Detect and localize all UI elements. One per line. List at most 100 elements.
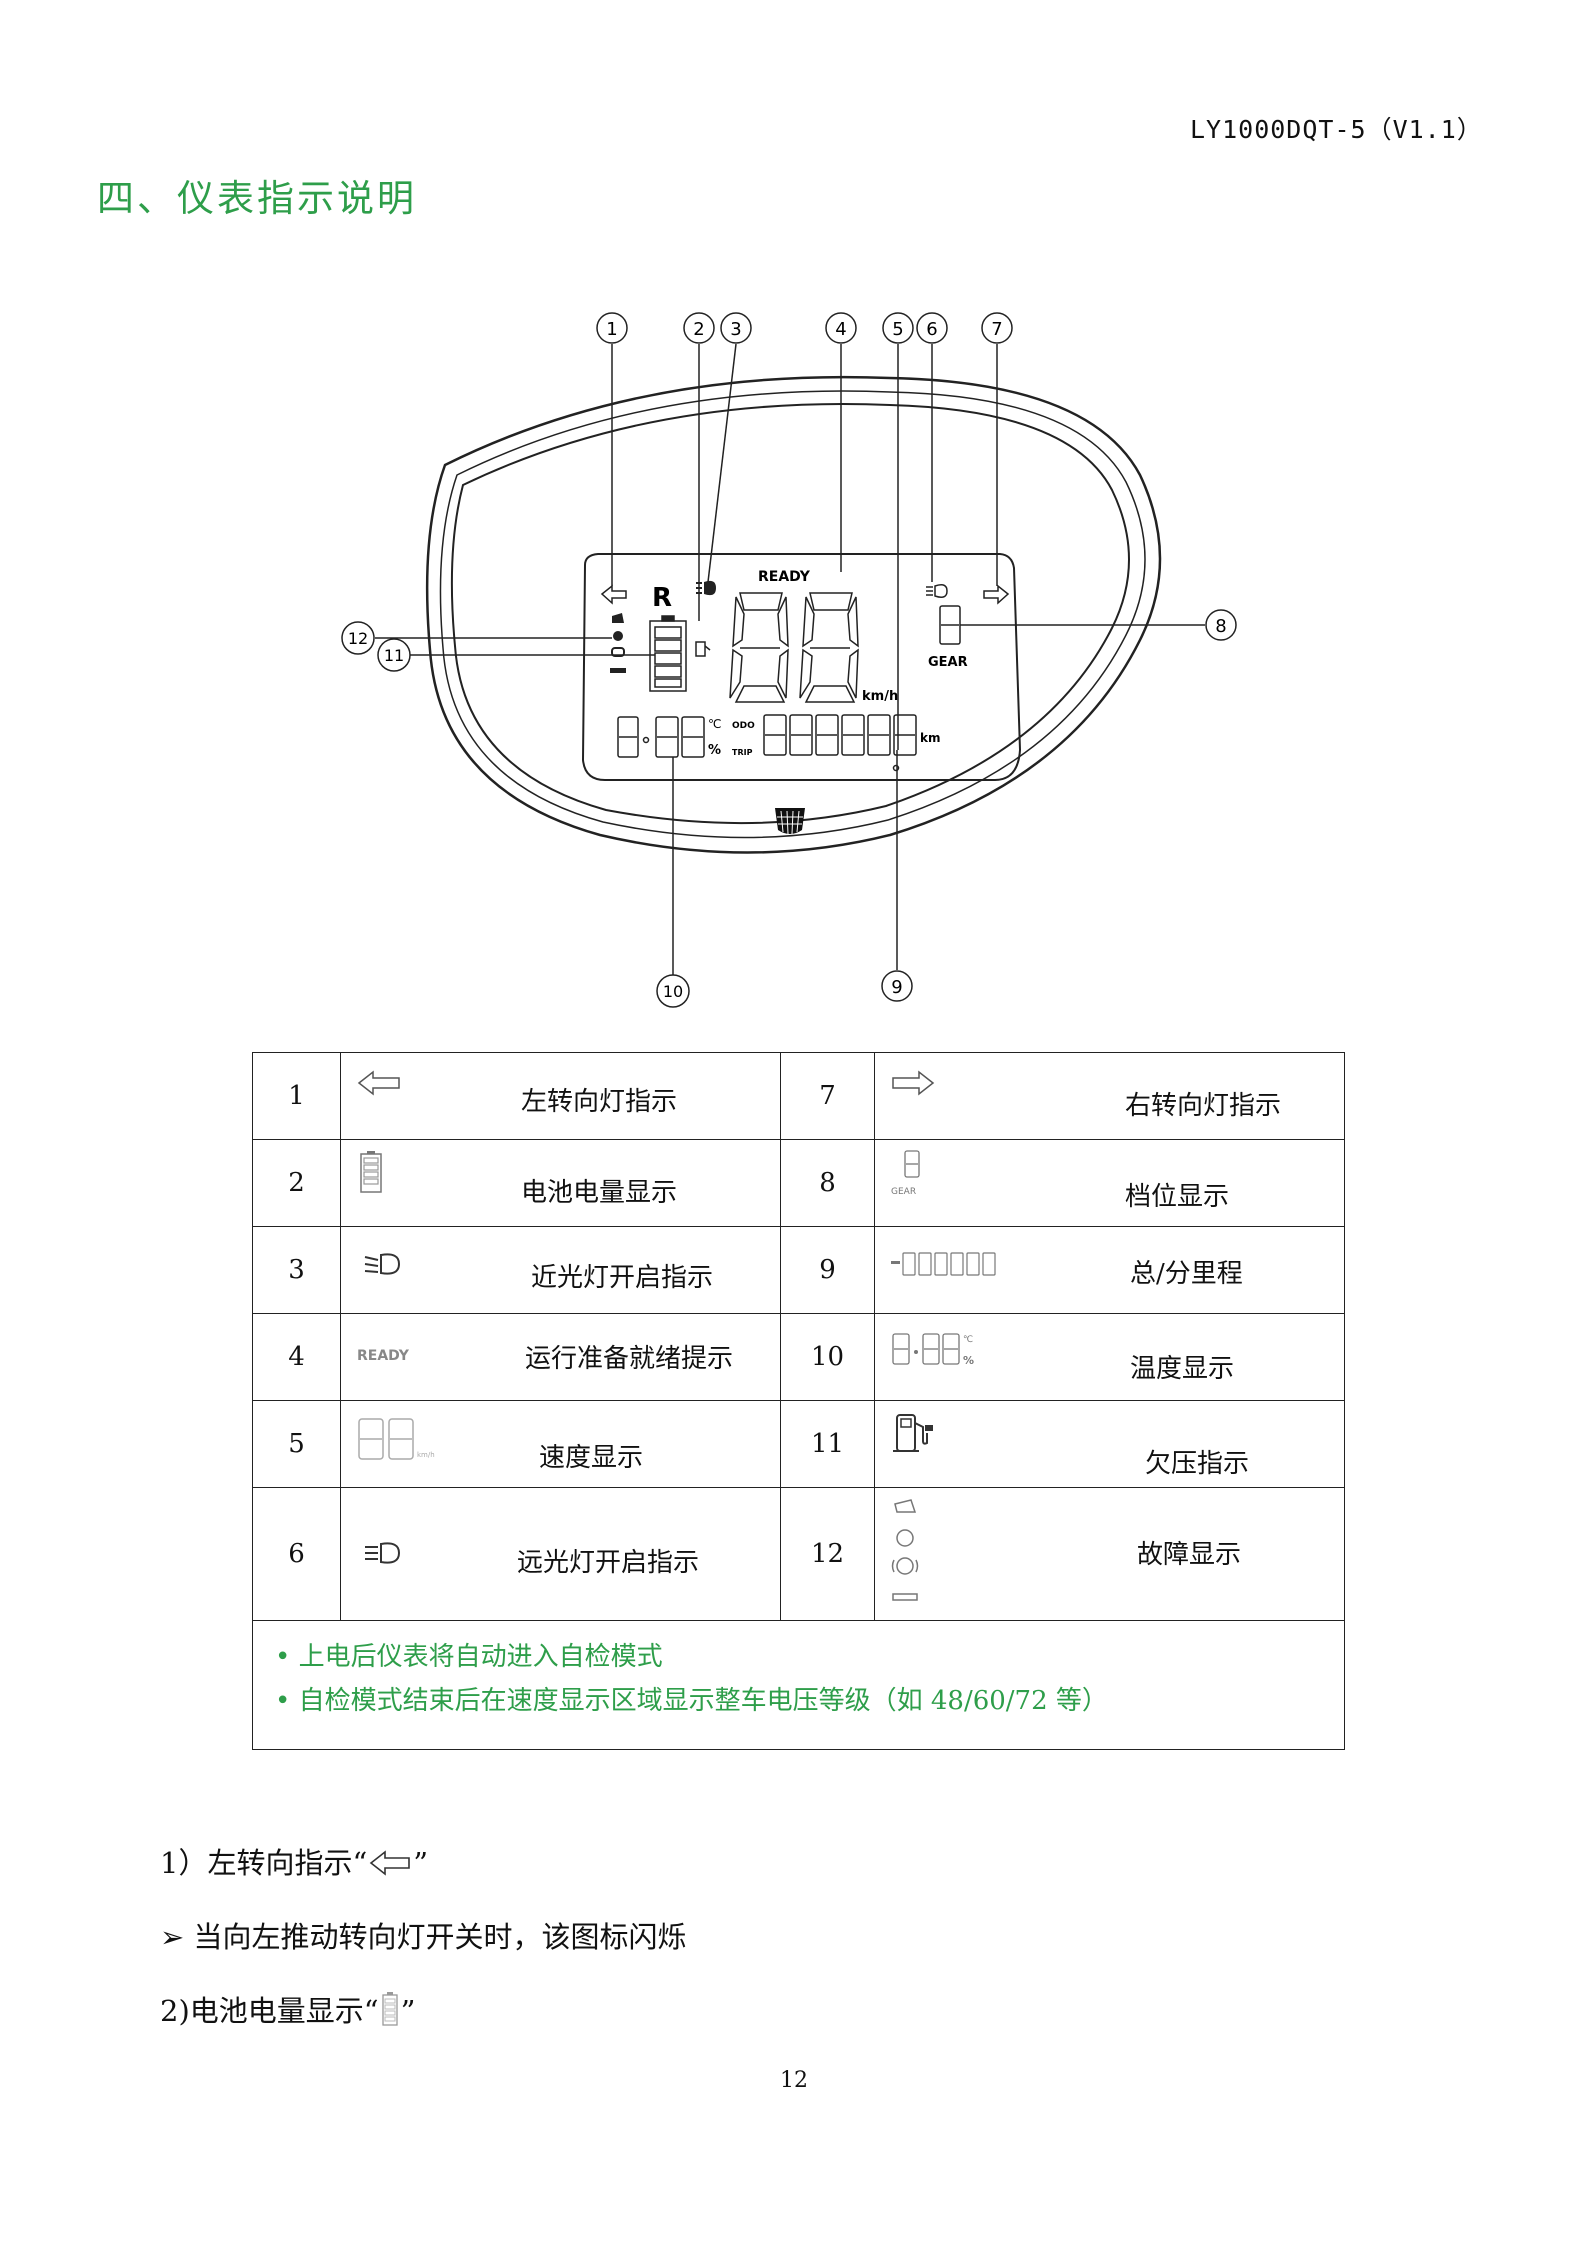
celsius-unit: ℃ — [708, 717, 721, 731]
ready-indicator: READY — [758, 569, 811, 585]
legend-label: 速度显示 — [539, 1443, 644, 1473]
low-beam-icon — [364, 1253, 401, 1275]
row-number: 6 — [252, 1487, 341, 1621]
temperature-digits-icon: ℃% — [892, 1333, 974, 1367]
paragraph-battery: 2)电池电量显示“” — [160, 1988, 415, 2030]
row-number: 5 — [252, 1400, 341, 1488]
paragraph-text: 2)电池电量显示“ — [160, 1994, 379, 2028]
high-beam-icon — [365, 1542, 401, 1564]
legend-cell: READY 运行准备就绪提示 — [340, 1313, 781, 1401]
svg-text:8: 8 — [1215, 616, 1226, 637]
brand-logo-icon — [775, 808, 805, 835]
legend-label: 欠压指示 — [1145, 1449, 1250, 1479]
right-arrow-icon — [892, 1070, 935, 1096]
odo-label: ODO — [732, 721, 755, 731]
legend-cell: km/h 速度显示 — [340, 1400, 781, 1488]
row-number: 4 — [252, 1313, 341, 1401]
row-number: 2 — [252, 1139, 341, 1227]
callout-6: 6 — [916, 312, 948, 344]
row-number: 7 — [780, 1052, 875, 1140]
table-row: 4 READY 运行准备就绪提示 10 ℃% 温度显示 — [252, 1313, 1345, 1401]
legend-label: 温度显示 — [1130, 1354, 1235, 1384]
svg-text:km/h: km/h — [417, 1451, 435, 1459]
svg-text:11: 11 — [384, 646, 404, 665]
undervoltage-icon — [893, 1414, 933, 1452]
gear-label: GEAR — [928, 655, 968, 670]
svg-text:2: 2 — [693, 319, 704, 340]
motor-fault-icon — [612, 613, 624, 623]
legend-cell: 欠压指示 — [874, 1400, 1345, 1488]
legend-label: 电池电量显示 — [521, 1178, 678, 1208]
cluster-housing-inner — [439, 390, 1146, 839]
battery-inline-icon — [381, 1992, 398, 2026]
legend-label: 右转向灯指示 — [1125, 1091, 1282, 1121]
svg-text:5: 5 — [892, 319, 903, 340]
legend-cell: 远光灯开启指示 — [340, 1487, 781, 1621]
speed-digits-icon: km/h — [358, 1418, 435, 1460]
lcd-window — [581, 553, 1022, 781]
paragraph-left-turn: 1）左转向指示“” — [160, 1840, 428, 1882]
row-number: 8 — [780, 1139, 875, 1227]
callout-1: 1 — [596, 312, 628, 344]
reverse-indicator: R — [652, 583, 672, 613]
svg-text:3: 3 — [730, 319, 741, 340]
row-number: 9 — [780, 1226, 875, 1314]
svg-text:℃: ℃ — [963, 1335, 973, 1345]
percent-unit: % — [708, 743, 721, 758]
callout-10: 10 — [656, 974, 690, 1008]
svg-text:9: 9 — [891, 977, 902, 998]
callout-leaders — [375, 343, 1205, 975]
legend-cell: 左转向灯指示 — [340, 1052, 781, 1140]
legend-label: 左转向灯指示 — [521, 1087, 678, 1117]
trip-label: TRIP — [732, 748, 753, 757]
legend-label: 远光灯开启指示 — [517, 1548, 700, 1578]
paragraph-bullet: ➢ 当向左推动转向灯开关时，该图标闪烁 — [160, 1920, 687, 1954]
controller-fault-icon — [896, 1529, 914, 1547]
callout-5: 5 — [882, 312, 914, 344]
callout-8: 8 — [1205, 609, 1237, 641]
gear-digit-icon: GEAR — [891, 1150, 920, 1197]
left-arrow-icon — [357, 1070, 400, 1096]
cluster-bezel — [450, 403, 1130, 825]
legend-label: 故障显示 — [1137, 1540, 1242, 1570]
indicator-legend-table: 1 左转向灯指示 7 右转向灯指示 2 电池电量显示 8 GEAR 档位显示 3… — [252, 1052, 1345, 1750]
row-number: 1 — [252, 1052, 341, 1140]
legend-label: 运行准备就绪提示 — [525, 1344, 734, 1374]
legend-cell: 故障显示 — [874, 1487, 1345, 1621]
page-number: 12 — [780, 2068, 808, 2093]
callout-7: 7 — [981, 312, 1013, 344]
legend-label: 近光灯开启指示 — [531, 1263, 714, 1293]
svg-text:4: 4 — [835, 319, 846, 340]
left-turn-arrow-icon — [600, 584, 627, 605]
legend-cell: ℃% 温度显示 — [874, 1313, 1345, 1401]
svg-text:10: 10 — [663, 982, 683, 1001]
svg-text:%: % — [963, 1354, 974, 1367]
legend-notes: • 上电后仪表将自动进入自检模式 • 自检模式结束后在速度显示区域显示整车电压等… — [252, 1620, 1345, 1750]
row-number: 10 — [780, 1313, 875, 1401]
paragraph-text: ” — [413, 1846, 429, 1880]
throttle-fault-icon — [610, 668, 626, 673]
callout-markers: 1 2 3 4 5 6 7 8 9 10 11 12 — [341, 312, 1237, 1008]
instrument-cluster-figure: R READY km/h — [341, 312, 1237, 1008]
callout-11: 11 — [377, 638, 411, 672]
battery-icon — [360, 1151, 382, 1193]
high-beam-icon — [926, 584, 948, 598]
table-row: 6 远光灯开启指示 12 故障显示 — [252, 1487, 1345, 1621]
odometer-digits — [763, 714, 917, 772]
callout-3: 3 — [720, 312, 752, 344]
ready-icon: READY — [357, 1348, 409, 1364]
odometer-digits-icon — [891, 1252, 996, 1276]
motor-fault-icon — [894, 1499, 917, 1513]
legend-cell: 电池电量显示 — [340, 1139, 781, 1227]
svg-text:12: 12 — [348, 629, 368, 648]
callout-12: 12 — [341, 621, 375, 655]
table-row: 3 近光灯开启指示 9 总/分里程 — [252, 1226, 1345, 1314]
note-line: • 上电后仪表将自动进入自检模式 — [275, 1642, 663, 1672]
table-row: 2 电池电量显示 8 GEAR 档位显示 — [252, 1139, 1345, 1227]
brake-fault-icon — [891, 1559, 919, 1573]
speed-digits — [729, 592, 859, 703]
document-id: LY1000DQT-5（V1.1） — [1190, 115, 1483, 144]
legend-cell: 总/分里程 — [874, 1226, 1345, 1314]
legend-cell: GEAR 档位显示 — [874, 1139, 1345, 1227]
undervoltage-icon — [695, 641, 711, 657]
